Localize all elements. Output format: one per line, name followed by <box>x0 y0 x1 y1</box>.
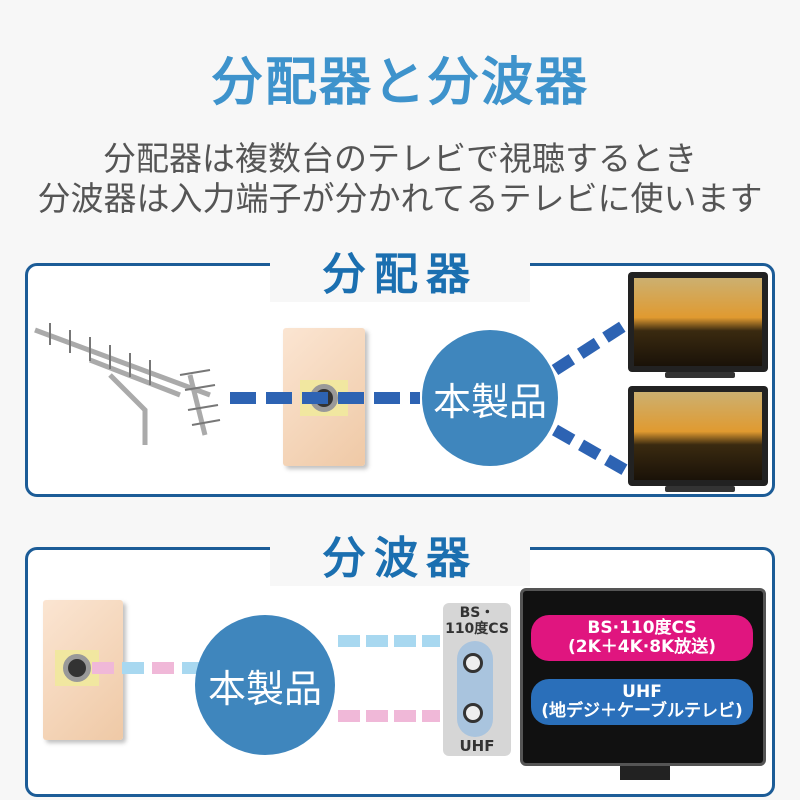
page-title: 分配器と分波器 <box>210 53 589 113</box>
subtitle-line-1: 分配器は複数台のテレビで視聴するとき <box>103 139 697 178</box>
label-uhf-line1: UHF <box>622 682 662 702</box>
cable-dash <box>230 392 420 404</box>
cable-dash-out <box>551 319 629 476</box>
cable-dash-bs <box>338 635 440 647</box>
product-circle: 本製品 <box>195 615 335 755</box>
port-label-bs: BS・ 110度CS <box>445 605 509 637</box>
cable-dash-uhf <box>338 710 440 722</box>
label-bs-cs-line1: BS·110度CS <box>587 618 697 638</box>
label-bs-cs-line2: (2K＋4K·8K放送) <box>567 637 716 657</box>
cable-dash <box>92 662 200 674</box>
label-bs-cs: BS·110度CS (2K＋4K·8K放送) <box>531 615 753 661</box>
port-label-uhf: UHF <box>459 737 495 755</box>
separator-heading: 分波器 <box>270 522 530 586</box>
subtitle-line-2: 分波器は入力端子が分かれてるテレビに使います <box>37 179 763 218</box>
label-uhf-line2: (地デジ＋ケーブルテレビ) <box>541 701 743 721</box>
product-circle: 本製品 <box>422 330 558 466</box>
label-uhf: UHF (地デジ＋ケーブルテレビ) <box>531 679 753 725</box>
antenna-icon <box>34 323 221 445</box>
bs-port <box>463 653 483 673</box>
uhf-port <box>463 703 483 723</box>
tv-2 <box>628 386 768 486</box>
tv-1 <box>628 272 768 372</box>
splitter-heading: 分配器 <box>270 238 530 302</box>
tv-input-panel: BS・ 110度CS UHF <box>443 603 511 756</box>
tv-large: BS·110度CS (2K＋4K·8K放送) UHF (地デジ＋ケーブルテレビ) <box>520 588 766 766</box>
